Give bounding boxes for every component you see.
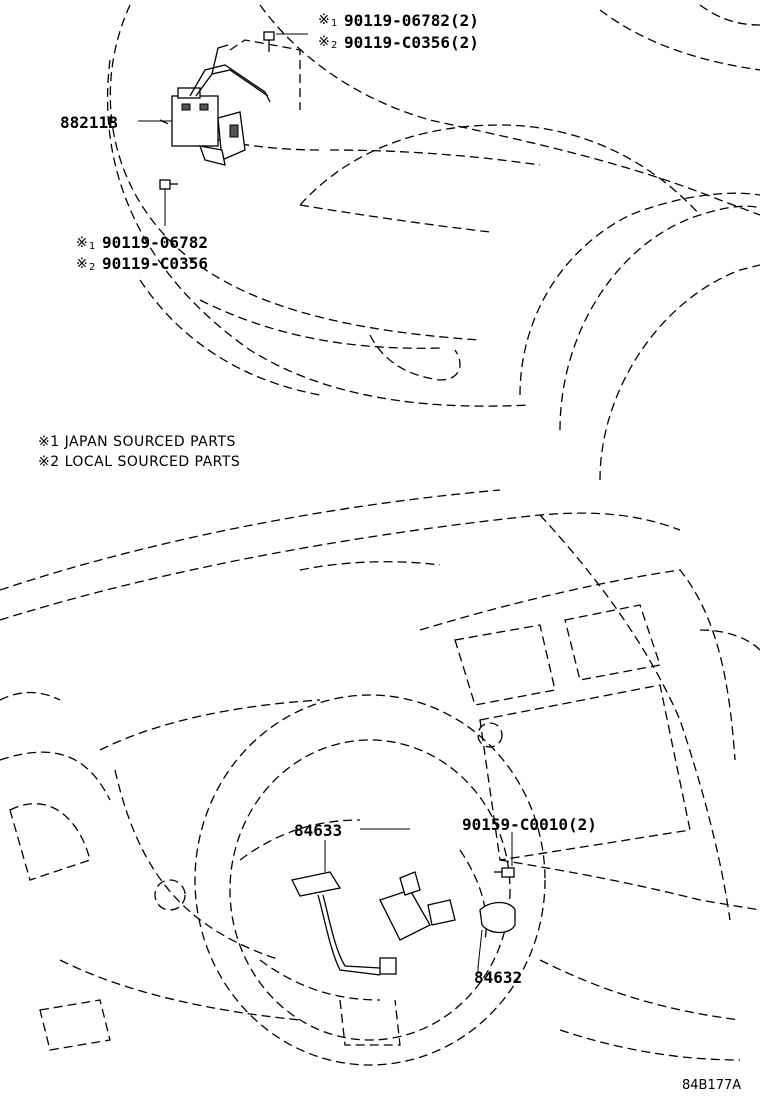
mark-ref2-bottom-num: 2 bbox=[89, 262, 95, 273]
bolt-bottom bbox=[159, 179, 178, 190]
steering-switch-left bbox=[291, 871, 397, 976]
screw bbox=[494, 867, 515, 878]
switch-left-part-number: 84633 bbox=[294, 821, 342, 840]
module-part-number: 88211B bbox=[60, 113, 118, 132]
mark-ref1-top: ※ bbox=[318, 12, 330, 28]
radar-sensor-module bbox=[171, 44, 271, 166]
dashboard-outline bbox=[0, 489, 760, 1061]
bolt-bottom-part-number-1: 90119-06782 bbox=[102, 233, 208, 252]
note-japan-sourced: ※1 JAPAN SOURCED PARTS bbox=[38, 434, 236, 450]
note-local-sourced: ※2 LOCAL SOURCED PARTS bbox=[38, 454, 240, 470]
mark-ref1-bottom: ※ bbox=[76, 235, 88, 251]
steering-wheel bbox=[154, 694, 546, 1066]
bolt-top bbox=[263, 31, 275, 52]
bolt-bottom-part-number-2: 90119-C0356 bbox=[102, 254, 208, 273]
switch-right-part-number: 84632 bbox=[474, 968, 522, 987]
mark-ref2-top: ※ bbox=[318, 34, 330, 50]
screw-part-number: 90159-C0010(2) bbox=[462, 815, 597, 834]
mark-ref1-top-num: 1 bbox=[331, 18, 337, 29]
figure-code: 84B177A bbox=[682, 1078, 741, 1093]
mark-ref2-bottom: ※ bbox=[76, 256, 88, 272]
bolt-top-part-number-2: 90119-C0356(2) bbox=[344, 33, 479, 52]
bolt-top-part-number-1: 90119-06782(2) bbox=[344, 11, 479, 30]
mark-ref2-top-num: 2 bbox=[331, 40, 337, 51]
steering-switch-right bbox=[379, 871, 516, 971]
mark-ref1-bottom-num: 1 bbox=[89, 241, 95, 252]
